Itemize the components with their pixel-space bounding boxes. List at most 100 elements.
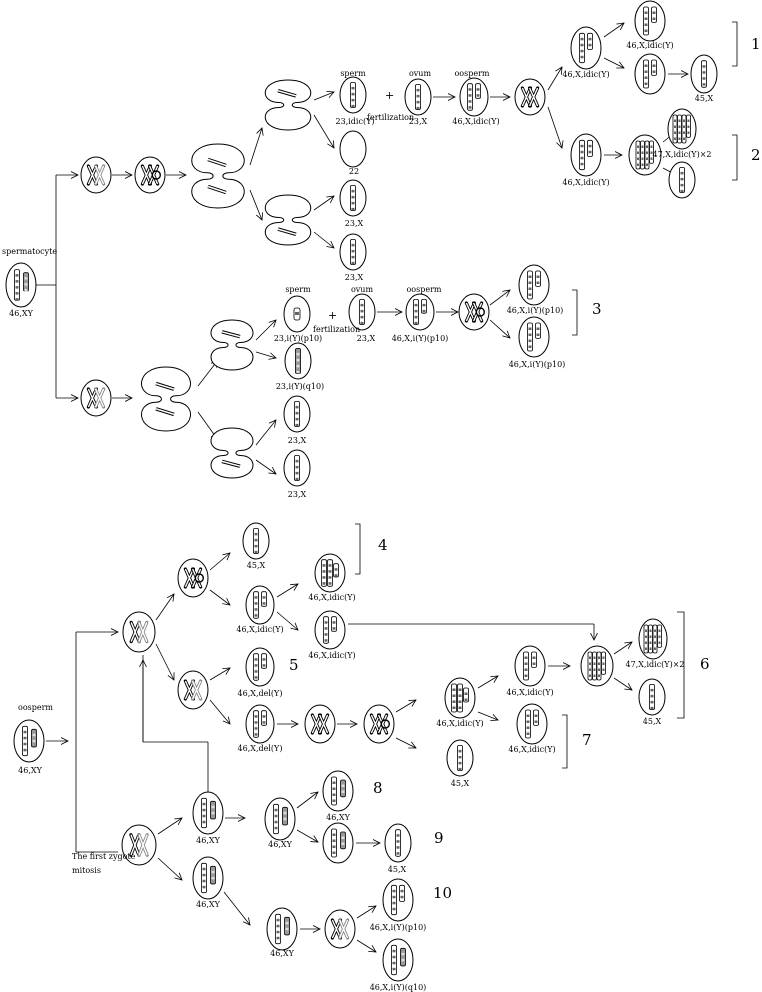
group-number-2: 2	[751, 146, 761, 164]
cell-oosperm-1	[459, 77, 489, 117]
label-46x-iyp10-r3a: 46,X,i(Y)(p10)	[506, 306, 564, 315]
cell-meiosis1-c	[80, 379, 112, 417]
label-46x-iyq10-r10: 46,X,i(Y)(q10)	[369, 983, 427, 992]
cell-r6-45x	[638, 678, 666, 716]
label-46x-iyp10-r10: 46,X,i(Y)(p10)	[369, 923, 427, 932]
label-45x-r7: 45,X	[450, 779, 470, 788]
label-oosperm-1: oosperm	[454, 69, 490, 78]
cell-r10-b	[382, 938, 414, 982]
label-first-zygote-2: mitosis	[72, 866, 101, 875]
cell-ovum-2	[348, 293, 376, 331]
cell-r6-a	[444, 677, 476, 719]
label-oosperm-3: oosperm	[18, 703, 54, 712]
label-sperm-2: sperm	[285, 285, 311, 294]
cell-oosperm-2	[405, 293, 435, 331]
cell-r5-dely-a	[245, 647, 275, 687]
label-23x-a: 23,X	[344, 219, 364, 228]
label-46x-idicy-oosperm: 46,X,idic(Y)	[452, 117, 500, 126]
cell-b3	[192, 856, 224, 900]
cell-oosperm-1-div	[514, 78, 546, 116]
label-45x-r6: 45,X	[642, 717, 662, 726]
cell-division-4	[141, 366, 191, 432]
cell-r10-div	[324, 909, 356, 949]
label-ovum-1: ovum	[408, 69, 432, 78]
label-46xy-b1: 46,XY	[196, 836, 220, 845]
cell-meiosis1-a	[80, 156, 112, 194]
cell-r5-div2	[363, 704, 395, 744]
cell-spermatocyte	[5, 262, 37, 308]
cell-r5-dely-b	[245, 704, 275, 744]
cell-mitosis-a2	[177, 670, 209, 710]
cell-r4-idicy-c	[314, 610, 346, 650]
label-46xy-b3: 46,XY	[196, 900, 220, 909]
cell-oosperm-bottom	[13, 719, 45, 763]
cell-r1-out-a	[634, 0, 666, 42]
label-46x-idicy-r6b: 46,X,idic(Y)	[436, 719, 484, 728]
cell-b1	[192, 791, 224, 835]
label-47x-idicy2-r2: 47,X,idic(Y)×2	[652, 150, 712, 159]
label-45x-r4: 45,X	[246, 561, 266, 570]
cell-23x-c	[283, 395, 311, 433]
label-46xy-b2: 46,XY	[268, 840, 292, 849]
cell-r1-idicy	[570, 26, 602, 70]
label-46xy-b4: 46,XY	[270, 949, 294, 958]
label-46x-iyp10-r3b: 46,X,i(Y)(p10)	[508, 360, 566, 369]
cell-r2-idicy	[570, 133, 602, 177]
cell-r2-div	[628, 134, 662, 176]
label-47x-idicy2-r6: 47,X,idic(Y)×2	[625, 660, 685, 669]
cell-r6-47x	[638, 618, 668, 660]
plus-1: +	[385, 89, 395, 102]
cell-meiosis1-b	[134, 156, 166, 194]
label-23-idicy: 23,idic(Y)	[335, 117, 375, 126]
label-23x-d: 23,X	[287, 490, 307, 499]
cell-23x-b	[339, 233, 367, 271]
label-45x-r9: 45,X	[387, 865, 407, 874]
label-46x-idicy-r6a: 46,X,idic(Y)	[506, 688, 554, 697]
cell-r4-idicy-b	[314, 553, 346, 593]
group-number-9: 9	[434, 829, 444, 847]
group-number-3: 3	[592, 300, 602, 318]
label-spermatocyte: spermatocyte	[2, 247, 58, 256]
cell-zygote-mitosis	[121, 824, 157, 866]
label-46x-dely-b: 46,X,del(Y)	[237, 744, 283, 753]
group-number-8: 8	[373, 779, 383, 797]
group-number-7: 7	[582, 731, 592, 749]
cell-r8	[322, 770, 354, 812]
cell-r3-b	[518, 316, 550, 358]
cell-division-3	[264, 194, 312, 246]
cell-b4	[266, 907, 298, 951]
cell-r2-47x	[667, 108, 697, 150]
cell-23x-d	[283, 449, 311, 487]
label-46x-idicy-r4c: 46,X,idic(Y)	[308, 651, 356, 660]
label-45x-r1: 45,X	[694, 94, 714, 103]
label-46x-idicy-r2: 46,X,idic(Y)	[562, 178, 610, 187]
label-oosperm-2: oosperm	[406, 285, 442, 294]
label-46x-iyp10-oosperm: 46,X,i(Y)(p10)	[391, 334, 449, 343]
cell-45x-r7	[446, 739, 474, 777]
cell-r9-45x	[384, 823, 412, 863]
label-23x-c: 23,X	[287, 436, 307, 445]
cell-r6-div	[580, 645, 614, 687]
cell-division-2	[264, 79, 312, 131]
label-sperm-1: sperm	[340, 69, 366, 78]
label-23x-ovum-2: 23,X	[356, 334, 376, 343]
label-46xy-oosperm: 46,XY	[18, 766, 42, 775]
cell-45x-r4	[242, 522, 270, 560]
label-23-iyq10: 23,i(Y)(q10)	[275, 382, 325, 391]
label-23x-ovum-1: 23,X	[408, 117, 428, 126]
label-ovum-2: ovum	[350, 285, 374, 294]
cell-r9-div	[322, 822, 354, 864]
label-46x-idicy-r7: 46,X,idic(Y)	[508, 745, 556, 754]
group-number-6: 6	[700, 655, 710, 673]
cell-mitosis-a1	[177, 558, 209, 598]
group-number-1: 1	[751, 35, 761, 53]
label-first-zygote-1: The first zygote	[72, 852, 136, 861]
group-number-10: 10	[433, 884, 453, 902]
plus-2: +	[328, 309, 338, 322]
label-46x-idicy-r1b: 46,X,idic(Y)	[626, 41, 674, 50]
cell-r3-a	[518, 264, 550, 306]
label-23x-b: 23,X	[344, 273, 364, 282]
cell-r5-div	[304, 704, 336, 744]
label-fertilization-2: fertilization	[313, 325, 361, 334]
